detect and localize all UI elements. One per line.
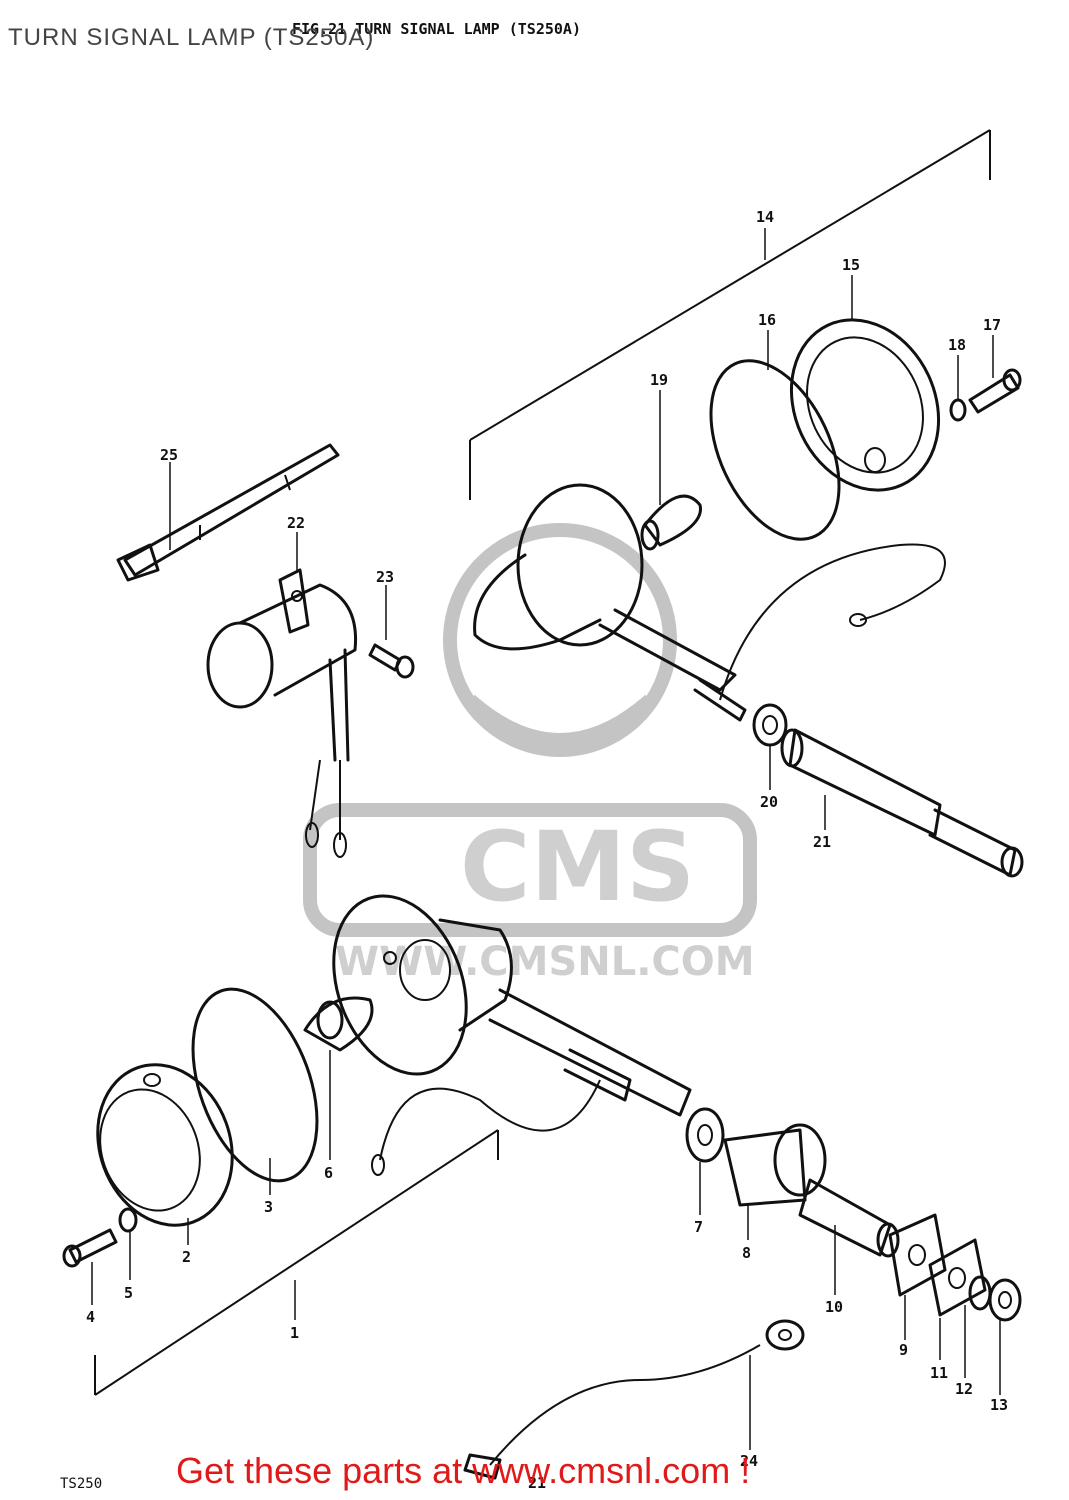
part-5-washer	[118, 1207, 138, 1233]
watermark-url: WWW.CMSNL.COM	[335, 939, 755, 985]
callout-5: 5	[124, 1284, 133, 1302]
part-lower-wire	[371, 1079, 601, 1176]
figure-caption: FIG.21 TURN SIGNAL LAMP (TS250A)	[292, 20, 581, 38]
model-tag: TS250	[60, 1476, 103, 1492]
callout-3: 3	[264, 1198, 273, 1216]
part-25-stay-rod	[116, 443, 340, 582]
callout-18: 18	[948, 336, 966, 354]
part-16-gasket	[709, 359, 841, 541]
callout-1: 1	[290, 1324, 299, 1342]
part-6-bulb	[303, 996, 374, 1052]
callout-8: 8	[742, 1244, 751, 1262]
part-21-sleeve	[780, 728, 1024, 878]
callout-24: 24	[740, 1452, 758, 1470]
part-17-screw	[968, 368, 1022, 414]
part-7-washer	[685, 1107, 725, 1163]
part-19-bulb	[640, 494, 702, 551]
callout-21-lower: 21	[528, 1474, 546, 1492]
part-10-sleeve	[798, 1178, 900, 1258]
callout-17: 17	[983, 316, 1001, 334]
callout-13: 13	[990, 1396, 1008, 1414]
part-24-ground-wire	[463, 1319, 805, 1480]
callout-12: 12	[955, 1380, 973, 1398]
part-9-plate	[888, 1213, 947, 1297]
part-14-rear-lamp-body	[473, 483, 747, 722]
callout-9: 9	[899, 1341, 908, 1359]
callout-4: 4	[86, 1308, 95, 1326]
part-3-gasket	[191, 987, 319, 1183]
callout-20: 20	[760, 793, 778, 811]
promo-link[interactable]: Get these parts at www.cmsnl.com !	[176, 1450, 751, 1491]
watermark-brand: CMS	[460, 811, 695, 923]
callout-14: 14	[756, 208, 774, 226]
callout-15: 15	[842, 256, 860, 274]
part-13-nut	[988, 1278, 1022, 1322]
callout-22: 22	[287, 514, 305, 532]
part-23-screw	[368, 643, 415, 679]
callout-2: 2	[182, 1248, 191, 1266]
callout-21-upper: 21	[813, 833, 831, 851]
callout-6: 6	[324, 1164, 333, 1182]
callout-10: 10	[825, 1298, 843, 1316]
page-title: TURN SIGNAL LAMP (TS250A)	[8, 24, 375, 51]
part-22-flasher-unit	[206, 568, 358, 858]
part-20-nut	[752, 703, 788, 747]
callout-7: 7	[694, 1218, 703, 1236]
callout-16: 16	[758, 311, 776, 329]
part-4-screw	[62, 1228, 118, 1268]
part-8-grommet	[723, 1123, 827, 1207]
part-15-lens	[789, 318, 941, 492]
part-upper-wire	[719, 543, 946, 701]
callout-19: 19	[650, 371, 668, 389]
callout-25: 25	[160, 446, 178, 464]
callout-leaders	[91, 228, 1001, 1450]
callout-11: 11	[930, 1364, 948, 1382]
assembly-1-bracket	[94, 1129, 499, 1396]
callout-23: 23	[376, 568, 394, 586]
part-2-lens	[96, 1063, 234, 1227]
part-1-front-lamp-body	[332, 894, 692, 1117]
part-11-plate	[928, 1238, 987, 1317]
part-18-washer	[949, 398, 967, 422]
watermark-logo: CMS WWW.CMSNL.COM	[303, 523, 757, 985]
callout-numbers: 14 15 16 17 18 19 20 21 22 23 25 1 2 3 4…	[86, 208, 1008, 1492]
